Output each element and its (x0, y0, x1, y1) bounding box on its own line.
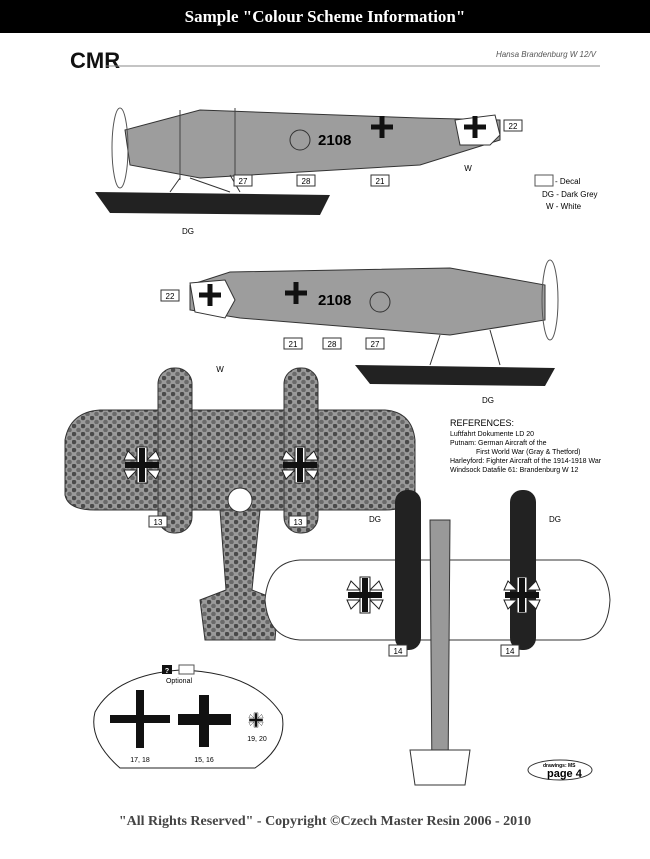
side-view-port: 2108 27 28 21 22 DG W (95, 107, 523, 236)
svg-text:Windsock Datafile 61: Brandenb: Windsock Datafile 61: Brandenburg W 12 (450, 467, 579, 474)
label-w: W (216, 365, 224, 374)
page-header: Sample "Colour Scheme Information" (0, 0, 650, 33)
aircraft-title: Hansa Brandenburg W 12/V (496, 50, 597, 59)
bottom-view: 14 14 DG DG (264, 490, 611, 786)
label-dg: DG (369, 515, 381, 524)
svg-text:CMR: CMR (70, 48, 120, 73)
callout-21: 21 (376, 177, 385, 186)
callout-13: 13 (294, 518, 303, 527)
svg-text:page 4: page 4 (547, 768, 583, 780)
label-dg: DG (182, 227, 194, 236)
svg-text:Luftfahrt Dokumente LD 20: Luftfahrt Dokumente LD 20 (450, 431, 534, 438)
page-stamp: drawings: MS page 4 (527, 759, 593, 781)
callout-13: 13 (154, 518, 163, 527)
legend-dg: DG - Dark Grey (542, 190, 598, 199)
svg-text:?: ? (165, 668, 169, 675)
callout-28: 28 (328, 340, 337, 349)
callout-14: 14 (394, 647, 403, 656)
optional-decals: ? Optional 17, 18 15, 16 19, 20 (93, 664, 284, 769)
callout-27: 27 (371, 340, 380, 349)
svg-text:drawings: MS: drawings: MS (543, 763, 576, 769)
callout-28: 28 (302, 177, 311, 186)
label-dg: DG (549, 515, 561, 524)
callout-21: 21 (289, 340, 298, 349)
callout-14: 14 (506, 647, 515, 656)
copyright-footer: "All Rights Reserved" - Copyright ©Czech… (118, 814, 532, 829)
colour-legend: Hansa Brandenburg W 12/V - Decal DG - Da… (496, 50, 598, 211)
label-w: W (464, 164, 472, 173)
svg-text:15, 16: 15, 16 (194, 757, 214, 764)
callout-22: 22 (509, 122, 518, 131)
serial-number: 2108 (318, 292, 351, 309)
top-view: 13 13 (64, 367, 416, 641)
svg-text:Harleyford: Fighter Aircraft o: Harleyford: Fighter Aircraft of the 1914… (450, 458, 602, 465)
svg-text:17, 18: 17, 18 (130, 757, 150, 764)
label-dg: DG (482, 396, 494, 405)
callout-22: 22 (166, 292, 175, 301)
references-title: REFERENCES: (450, 418, 514, 428)
svg-text:First World War (Gray & Thetfo: First World War (Gray & Thetford) (476, 449, 581, 456)
legend-decal: - Decal (555, 177, 581, 186)
callout-27: 27 (239, 177, 248, 186)
svg-text:Putnam: German Aircraft of the: Putnam: German Aircraft of the (450, 440, 547, 447)
serial-number: 2108 (318, 132, 351, 149)
side-view-starboard: 2108 22 21 28 27 W DG (160, 259, 559, 405)
svg-text:19, 20: 19, 20 (247, 736, 267, 743)
optional-label: Optional (166, 678, 193, 685)
cmr-logo: CMR (70, 48, 120, 73)
references: REFERENCES: Luftfahrt Dokumente LD 20 Pu… (450, 418, 602, 474)
legend-w: W - White (546, 202, 582, 211)
